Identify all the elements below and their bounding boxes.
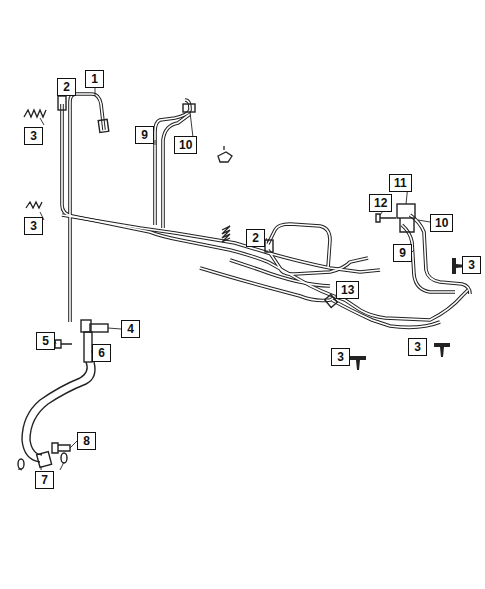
callout-number: 10 bbox=[430, 214, 453, 232]
callout-number: 5 bbox=[36, 332, 55, 350]
callout-number: 2 bbox=[246, 229, 265, 247]
callout-number: 9 bbox=[135, 126, 154, 144]
callout-number: 9 bbox=[393, 244, 412, 262]
callout-number: 12 bbox=[369, 194, 392, 212]
callout-number: 1 bbox=[85, 70, 104, 88]
callout-number: 3 bbox=[24, 217, 43, 235]
callout-number: 6 bbox=[92, 344, 111, 362]
callout-number: 4 bbox=[121, 320, 140, 338]
callout-number: 11 bbox=[389, 174, 412, 192]
callout-number: 7 bbox=[35, 471, 54, 489]
callout-number: 13 bbox=[336, 281, 359, 299]
callout-number: 3 bbox=[462, 256, 481, 274]
callout-number: 2 bbox=[57, 78, 76, 96]
callout-number: 8 bbox=[77, 432, 96, 450]
callout-number: 3 bbox=[24, 127, 43, 145]
callout-number: 3 bbox=[408, 338, 427, 356]
callout-number: 3 bbox=[331, 348, 350, 366]
callout-number: 10 bbox=[174, 136, 197, 154]
